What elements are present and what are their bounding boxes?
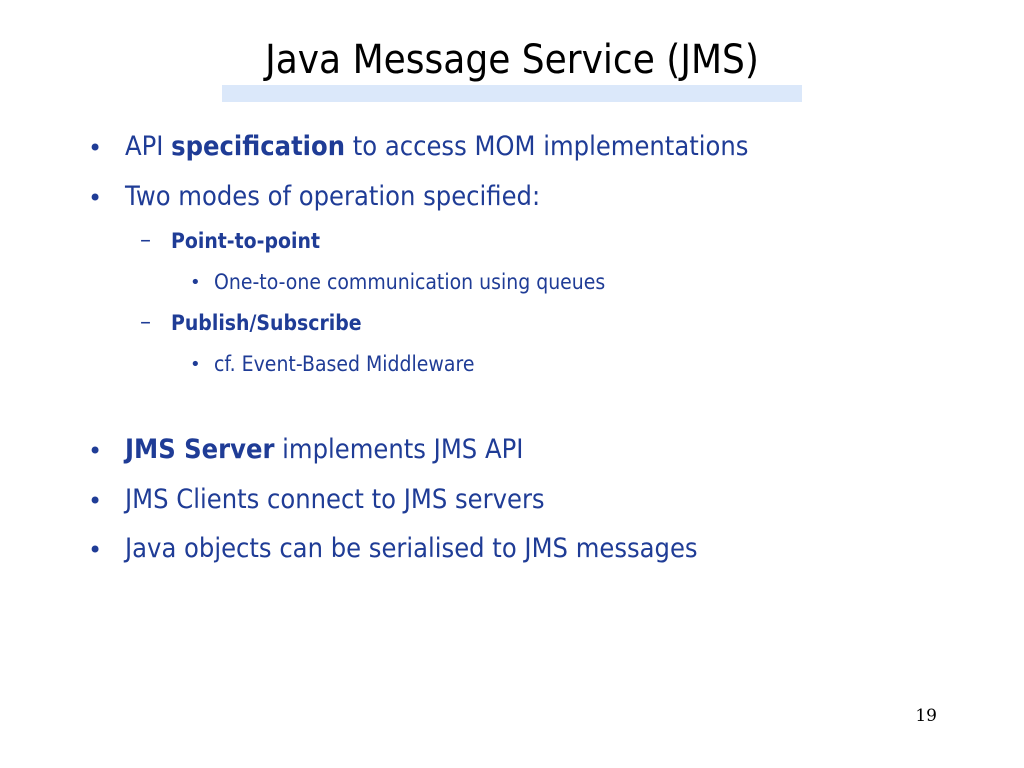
sub-sub-bullet-item: One-to-one communication using queues <box>214 267 605 297</box>
sub-sub-bullet-item: cf. Event-Based Middleware <box>214 349 474 379</box>
title-underline-bar <box>222 85 802 102</box>
bullet-item: Two modes of operation specified: <box>125 179 540 215</box>
bullet-marker: • <box>88 134 103 162</box>
bullet-item: API specification to access MOM implemen… <box>125 129 748 165</box>
bullet-bold-text: specification <box>171 131 346 162</box>
bullet-text: Java objects can be serialised to JMS me… <box>125 533 698 564</box>
bullet-item: Java objects can be serialised to JMS me… <box>125 531 698 567</box>
bullet-text: JMS Clients connect to JMS servers <box>125 484 545 515</box>
slide-title: Java Message Service (JMS) <box>265 37 759 83</box>
sub-bullet-bold-text: Publish/Subscribe <box>171 311 362 335</box>
bullet-marker: • <box>88 437 103 465</box>
bullet-marker: • <box>88 487 103 515</box>
bullet-marker: • <box>88 184 103 212</box>
bullet-marker: • <box>190 354 201 375</box>
bullet-text: One-to-one communication using queues <box>214 270 606 294</box>
sub-bullet-item: Publish/Subscribe <box>171 308 362 338</box>
dash-marker: – <box>140 228 151 253</box>
bullet-text: to access MOM implementations <box>345 131 749 162</box>
bullet-text: Two modes of operation specified: <box>125 181 541 212</box>
bullet-marker: • <box>190 272 201 293</box>
bullet-item: JMS Clients connect to JMS servers <box>125 482 545 518</box>
bullet-bold-text: JMS Server <box>125 434 275 465</box>
dash-marker: – <box>140 310 151 335</box>
bullet-text: implements JMS API <box>274 434 524 465</box>
bullet-text: API <box>125 131 172 162</box>
bullet-item: JMS Server implements JMS API <box>125 432 523 468</box>
sub-bullet-bold-text: Point-to-point <box>171 229 321 253</box>
bullet-text: cf. Event-Based Middleware <box>214 352 475 376</box>
page-number: 19 <box>915 706 937 726</box>
sub-bullet-item: Point-to-point <box>171 226 320 256</box>
bullet-marker: • <box>88 536 103 564</box>
